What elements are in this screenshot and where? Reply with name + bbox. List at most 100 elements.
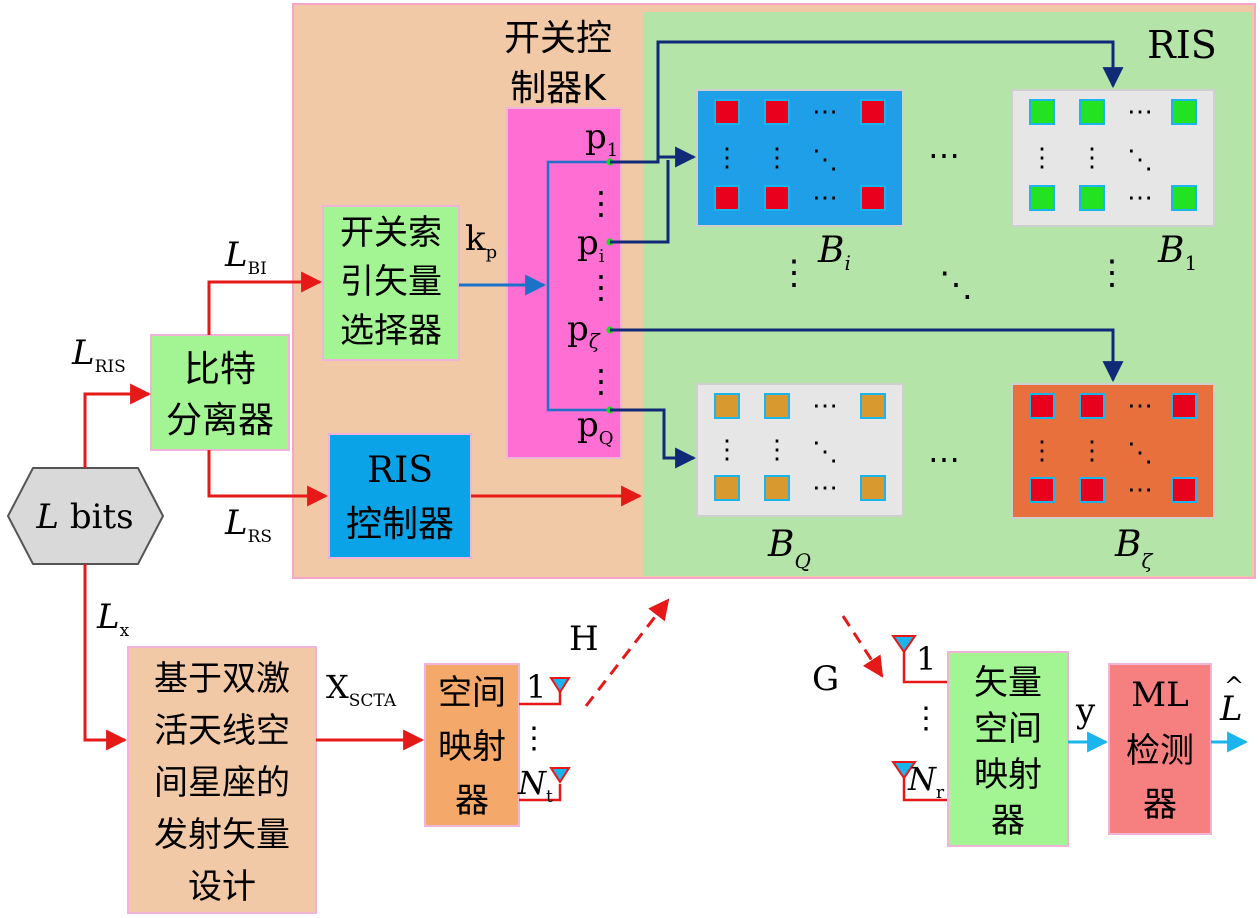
- tx-antenna-1-label: 1: [526, 668, 546, 706]
- port-p1-label: p1: [585, 117, 618, 161]
- ris-element: [860, 475, 886, 501]
- ml-detector-line1: ML: [1131, 675, 1188, 715]
- switch-controller-label-line2: 制器K: [510, 68, 607, 109]
- rx-antenna-Nr-icon: [891, 761, 917, 780]
- spatial-mapper-line2: 映射: [438, 727, 506, 767]
- ris-element: [1171, 185, 1197, 211]
- ris-element: [714, 475, 740, 501]
- switch-index-selector-box: [322, 205, 460, 361]
- ris-element: [1029, 185, 1055, 211]
- hdots-icon: ⋯: [928, 136, 960, 174]
- ris-element: [764, 475, 790, 501]
- vdots-icon: ⋮: [1079, 143, 1105, 173]
- vdots-icon: ⋮: [585, 362, 617, 400]
- ris-label: RIS: [1147, 23, 1217, 67]
- ris-element: [1029, 99, 1055, 125]
- tx-design-line5: 设计: [188, 867, 256, 907]
- switch-index-selector-line3: 选择器: [340, 311, 442, 351]
- ris-element: [1079, 393, 1105, 419]
- tx-antenna-Nt-icon: [549, 767, 571, 784]
- ris-element: [764, 99, 790, 125]
- channel-H-arrow: [584, 598, 670, 707]
- G-label: G: [812, 659, 839, 699]
- vector-mapper-line3: 映射: [974, 755, 1042, 795]
- block-label-B1: B1: [1157, 230, 1197, 275]
- ris-element: [860, 185, 886, 211]
- switch-index-selector-line2: 引矢量: [340, 262, 442, 302]
- ris-element: [714, 393, 740, 419]
- arrow-L-to-tx-design: [83, 564, 128, 751]
- y-label: y: [1075, 691, 1096, 731]
- vector-mapper-line1: 矢量: [974, 663, 1042, 703]
- ddots-icon: ⋱: [1127, 438, 1153, 468]
- vdots-icon: ⋮: [764, 435, 790, 465]
- ris-element: [1171, 99, 1197, 125]
- rx-antenna-feed-1: [902, 648, 948, 684]
- L-hat-label: L: [1219, 689, 1243, 729]
- spatial-mapper-line1: 空间: [438, 673, 506, 713]
- rx-antenna-Nr-label: Nr: [907, 760, 945, 803]
- arrow-splitter-to-selector: [207, 271, 323, 335]
- rx-antenna-1-icon: [891, 635, 917, 654]
- switch-controller-label-line1: 开关控: [504, 18, 612, 59]
- arrow-splitter-to-ris-controller: [207, 450, 329, 507]
- L-x-label: Lx: [96, 597, 130, 641]
- vdots-icon: ⋮: [777, 253, 811, 293]
- bit-splitter-line2: 分离器: [166, 400, 274, 441]
- tx-vdots-icon: ⋮: [519, 721, 549, 756]
- ddots-icon: ⋱: [939, 265, 973, 305]
- arrow-p1-to-B1: [610, 40, 1124, 164]
- hdots-icon: ⋯: [812, 391, 838, 421]
- switch-bus: [546, 160, 610, 412]
- ris-element: [764, 393, 790, 419]
- hat-icon: ^: [1224, 672, 1244, 700]
- hdots-icon: ⋯: [928, 440, 960, 478]
- port-pQ-label: pQ: [577, 405, 614, 449]
- spatial-mapper-line3: 器: [455, 781, 489, 821]
- ddots-icon: ⋱: [812, 437, 838, 467]
- vector-mapper-line4: 器: [991, 801, 1025, 841]
- port-pzeta-label: pζ: [567, 309, 601, 353]
- L-BI-label: LBI: [224, 235, 267, 279]
- ris-element: [1029, 477, 1055, 503]
- channel-G-arrow: [841, 615, 884, 678]
- ris-blocks: ⋯⋯⋮⋮⋱⋯⋯⋮⋮⋱⋯⋯⋮⋮⋱⋯⋯⋮⋮⋱: [696, 89, 1215, 519]
- rx-vdots-icon: ⋮: [911, 701, 941, 736]
- hdots-icon: ⋯: [812, 97, 838, 127]
- vdots-icon: ⋮: [1095, 253, 1129, 293]
- ris-element: [860, 393, 886, 419]
- tx-antenna-feed-Nt: [519, 784, 562, 802]
- ddots-icon: ⋱: [1127, 145, 1153, 175]
- vdots-icon: ⋮: [714, 435, 740, 465]
- vdots-icon: ⋮: [585, 184, 617, 222]
- ris-element: [1079, 477, 1105, 503]
- tx-design-line1: 基于双激: [154, 659, 290, 699]
- L-RIS-label: LRIS: [71, 333, 126, 377]
- block-label-Bzeta: Bζ: [1114, 524, 1153, 573]
- arrow-L-to-splitter: [83, 383, 152, 468]
- ris-element: [1079, 185, 1105, 211]
- arrow-pi-to-Bi: [610, 160, 670, 244]
- hdots-icon: ⋯: [1127, 391, 1153, 421]
- ris-element: [714, 185, 740, 211]
- rx-antenna-feed-Nr: [902, 772, 948, 802]
- ris-element: [1079, 99, 1105, 125]
- arrow-pQ-to-BQ: [610, 408, 697, 469]
- tx-design-line3: 间星座的: [154, 763, 290, 803]
- spatial-mapper-box: [424, 663, 520, 827]
- ddots-icon: ⋱: [812, 145, 838, 175]
- tx-antenna-Nt-label: Nt: [517, 764, 553, 807]
- ris-element: [1171, 477, 1197, 503]
- block-label-Bi: Bi: [817, 230, 851, 275]
- X-SCTA-label: XSCTA: [326, 668, 397, 711]
- hdots-icon: ⋯: [1127, 183, 1153, 213]
- ml-detector-line2: 检测: [1126, 731, 1194, 771]
- vdots-icon: ⋮: [764, 143, 790, 173]
- ris-element: [764, 185, 790, 211]
- hdots-icon: ⋯: [812, 473, 838, 503]
- tx-design-line4: 发射矢量: [154, 815, 290, 855]
- ml-detector-line3: 器: [1143, 785, 1177, 825]
- vdots-icon: ⋮: [714, 143, 740, 173]
- port-pi-label: pi: [577, 223, 605, 267]
- bit-splitter-line1: 比特: [184, 349, 256, 390]
